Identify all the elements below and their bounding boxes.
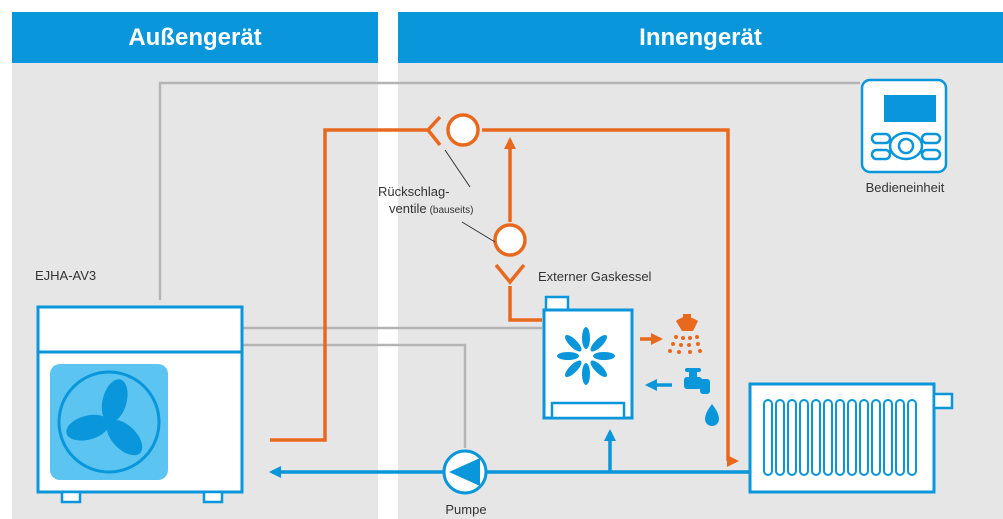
- gas-boiler-housing: [542, 308, 634, 420]
- pump-signal-cable: [242, 343, 467, 448]
- controller-unit: [860, 78, 948, 174]
- check-valve-lower: [493, 223, 527, 285]
- check-valves-label-1: Rückschlag-: [378, 184, 450, 199]
- radiator-fins: [763, 399, 917, 476]
- check-valve-lower-flap: [494, 263, 526, 285]
- controller-label: Bedieneinheit: [866, 180, 945, 195]
- check-valve-top-body: [446, 113, 480, 147]
- check-valve-top-flap: [425, 115, 442, 147]
- controller-cable: [158, 81, 860, 300]
- valve-leader-lower: [461, 221, 496, 243]
- pump: [442, 449, 488, 495]
- gas-boiler: [542, 295, 634, 420]
- controller-display: [884, 95, 936, 122]
- gas-boiler-flue: [544, 295, 570, 312]
- supply-pipe-right: [482, 128, 730, 461]
- pump-label: Pumpe: [445, 502, 486, 517]
- outdoor-unit-foot-right: [202, 490, 224, 504]
- fan-icon: [66, 379, 143, 456]
- boiler-return-pipe: [508, 286, 542, 322]
- gas-boiler-panel: [550, 401, 626, 420]
- check-valve-top: [425, 113, 480, 147]
- gas-boiler-label: Externer Gaskessel: [538, 269, 652, 284]
- pump-icon: [449, 458, 480, 486]
- return-water-pipes: [269, 379, 750, 478]
- supply-pipe-left: [270, 128, 427, 442]
- check-valves-note: (bauseits): [430, 205, 474, 216]
- fan-ring: [57, 370, 161, 474]
- outdoor-unit-label: EJHA-AV3: [35, 268, 96, 283]
- control-wiring: [158, 81, 860, 448]
- controller-button-left-2: [870, 148, 892, 161]
- indoor-header: Innengerät: [398, 12, 1003, 63]
- radiator-valve: [932, 392, 954, 410]
- radiator: [748, 382, 954, 494]
- controller-dial-center: [897, 137, 915, 155]
- valve-leader-top: [444, 149, 471, 188]
- shower-icon: [668, 314, 702, 354]
- outdoor-header: Außengerät: [12, 12, 378, 63]
- outdoor-unit: [36, 305, 244, 504]
- controller-button-left: [870, 132, 892, 145]
- flame-icon: [557, 327, 615, 385]
- outdoor-unit-foot-left: [60, 490, 82, 504]
- check-valve-lower-body: [493, 223, 527, 257]
- controller-button-right: [920, 132, 942, 145]
- tap-icon: [684, 368, 719, 426]
- hot-water-pipes: [270, 128, 730, 461]
- controller-dial: [888, 131, 924, 161]
- check-valves-label-2: ventile(bauseits): [389, 201, 473, 216]
- check-valves-label-2-main: ventile: [389, 201, 427, 216]
- controller-button-right-2: [920, 148, 942, 161]
